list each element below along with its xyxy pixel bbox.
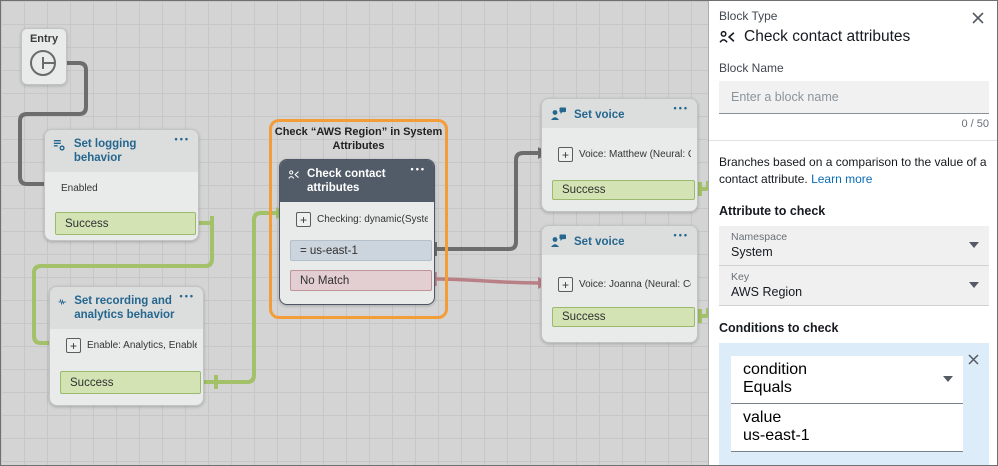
entry-port-icon[interactable] <box>29 48 59 78</box>
logging-enabled-row: Enabled <box>61 183 192 194</box>
recording-settings-row: + Enable: Analytics, Enable: ... <box>66 338 197 353</box>
entry-block[interactable]: Entry <box>21 28 67 85</box>
voice1-success-branch[interactable]: Success <box>552 180 695 200</box>
set-voice-block-1[interactable]: Set voice ••• + Voice: Matthew (Neural: … <box>541 98 698 212</box>
learn-more-link[interactable]: Learn more <box>811 172 872 186</box>
set-voice-block-2[interactable]: Set voice ••• + Voice: Joanna (Neural: C… <box>541 225 698 343</box>
char-counter: 0 / 50 <box>719 118 989 130</box>
block-name-label: Block Name <box>719 61 989 75</box>
namespace-label: Namespace <box>731 231 963 243</box>
namespace-select[interactable]: Namespace System <box>719 226 989 266</box>
branch-description: Branches based on a comparison to the va… <box>719 154 989 189</box>
conditions-to-check-heading: Conditions to check <box>719 321 989 335</box>
chevron-down-icon <box>969 242 979 248</box>
block-title: Check contact attributes <box>307 167 426 196</box>
expand-plus-icon[interactable]: + <box>558 277 573 292</box>
condition-select[interactable]: condition Equals <box>731 356 963 404</box>
flow-canvas[interactable]: Entry Set logging behavior ••• Enabled <box>1 1 708 466</box>
block-type-label: Block Type <box>719 9 989 23</box>
block-title: Set logging behavior <box>74 137 190 166</box>
set-recording-block[interactable]: Set recording and analytics behavior •••… <box>49 286 204 406</box>
logging-success-branch[interactable]: Success <box>55 212 196 235</box>
key-select[interactable]: Key AWS Region <box>719 266 989 306</box>
block-title: Set recording and analytics behavior <box>74 294 195 323</box>
block-title: Set voice <box>574 106 643 122</box>
checking-row: + Checking: dynamic(System... <box>296 212 428 227</box>
condition-label: condition <box>743 361 937 379</box>
condition-group: condition Equals value us-east-1 <box>719 343 989 466</box>
panel-title: Check contact attributes <box>744 28 910 46</box>
panel-divider <box>709 140 998 141</box>
set-voice-icon <box>550 106 567 122</box>
block-properties-panel: Block Type Check contact attributes Bloc… <box>708 1 998 466</box>
set-logging-block[interactable]: Set logging behavior ••• Enabled Success <box>44 129 199 241</box>
key-value: AWS Region <box>731 285 963 299</box>
block-title: Set voice <box>574 233 643 249</box>
remove-condition-icon[interactable] <box>966 352 981 367</box>
expand-plus-icon[interactable]: + <box>66 338 81 353</box>
block-menu-button[interactable]: ••• <box>674 230 689 240</box>
block-menu-button[interactable]: ••• <box>180 291 195 301</box>
close-icon[interactable] <box>969 9 987 27</box>
no-match-branch[interactable]: No Match <box>290 270 432 291</box>
voice2-success-branch[interactable]: Success <box>552 307 695 327</box>
block-menu-button[interactable]: ••• <box>411 164 426 174</box>
value-label: value <box>743 409 937 427</box>
block-menu-button[interactable]: ••• <box>674 103 689 113</box>
value-input[interactable]: value us-east-1 <box>731 404 963 452</box>
set-recording-icon <box>58 294 67 310</box>
check-contact-attributes-icon <box>719 29 736 46</box>
key-label: Key <box>731 271 963 283</box>
expand-plus-icon[interactable]: + <box>296 212 311 227</box>
voice-row: + Voice: Joanna (Neural: Co... <box>558 277 691 292</box>
recording-success-branch[interactable]: Success <box>60 371 201 394</box>
entry-label: Entry <box>30 33 58 45</box>
set-logging-icon <box>53 137 67 153</box>
chevron-down-icon <box>943 376 953 382</box>
set-voice-icon <box>550 233 567 249</box>
namespace-value: System <box>731 245 963 259</box>
expand-plus-icon[interactable]: + <box>558 147 573 162</box>
value-text: us-east-1 <box>743 427 937 445</box>
block-name-input[interactable] <box>719 81 989 114</box>
chevron-down-icon <box>969 282 979 288</box>
block-menu-button[interactable]: ••• <box>175 134 190 144</box>
attribute-to-check-heading: Attribute to check <box>719 204 989 218</box>
condition-value: Equals <box>743 379 937 397</box>
equals-branch[interactable]: = us-east-1 <box>290 240 432 261</box>
check-contact-attributes-icon <box>288 167 300 183</box>
group-caption: Check “AWS Region” in System Attributes <box>273 125 444 154</box>
voice-row: + Voice: Matthew (Neural: C... <box>558 147 691 162</box>
check-contact-attributes-block[interactable]: Check contact attributes ••• + Checking:… <box>279 159 435 305</box>
